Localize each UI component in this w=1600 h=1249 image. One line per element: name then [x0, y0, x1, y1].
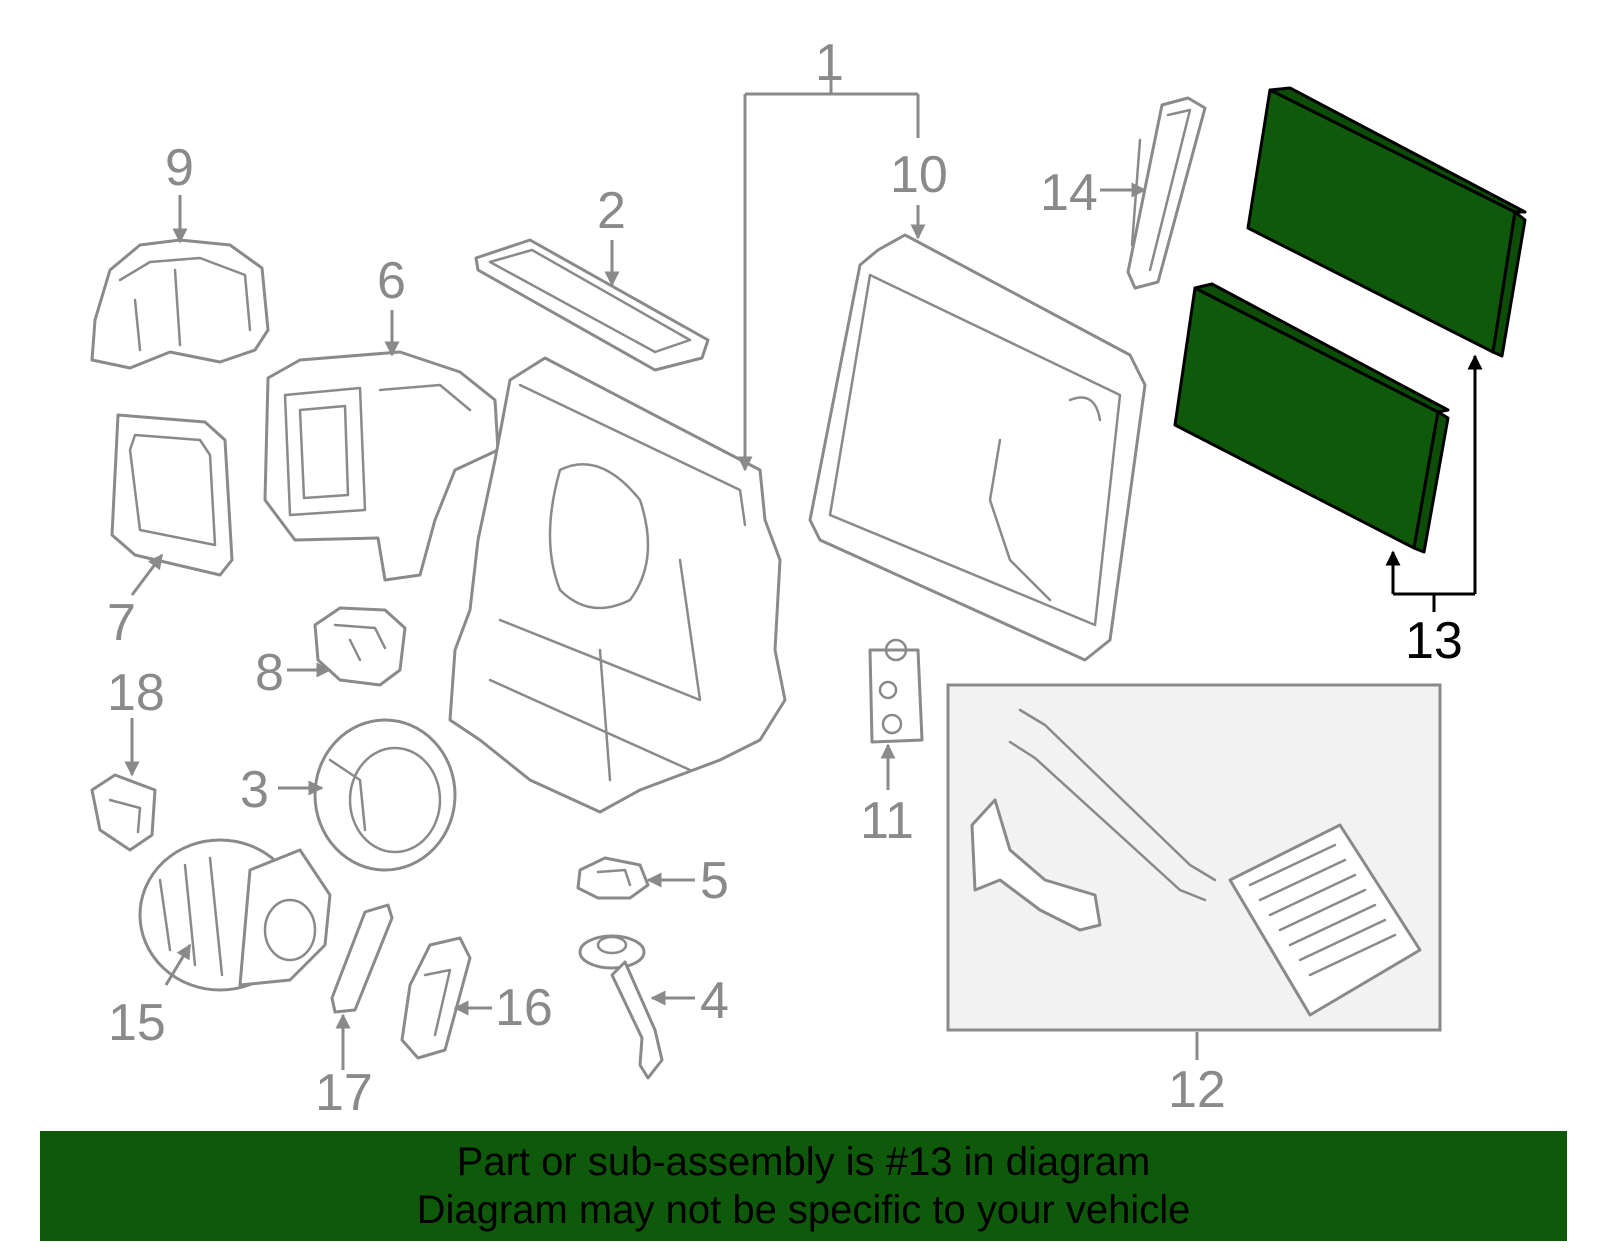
part-11-expansion-valve-shape [868, 638, 924, 744]
part-13-filter-upper[interactable] [1246, 86, 1527, 358]
part-2-filter-cover-shape [474, 238, 710, 372]
callout-1: 1 [815, 34, 844, 92]
part-7-seal-shape [110, 413, 234, 577]
part-14-frame-shape [1126, 96, 1207, 290]
callout-3: 3 [240, 761, 269, 819]
banner-line-1: Part or sub-assembly is #13 in diagram [456, 1140, 1151, 1184]
callout-10: 10 [890, 146, 948, 204]
callout-6: 6 [377, 252, 406, 310]
part-17-seal-strip-shape [330, 903, 394, 1014]
part-9-case-shape [90, 238, 270, 370]
callout-15: 15 [108, 994, 166, 1052]
callout-5: 5 [700, 852, 729, 910]
info-banner: Part or sub-assembly is #13 in diagram D… [40, 1131, 1567, 1241]
callout-4: 4 [700, 972, 729, 1030]
callout-14: 14 [1040, 164, 1098, 222]
part-1-hvac-case-shape [448, 356, 787, 814]
part-18-resistor-shape [90, 773, 157, 852]
callout-16: 16 [495, 979, 553, 1037]
part-5-grommet-shape [576, 856, 650, 900]
callout-11: 11 [860, 792, 914, 850]
part-12-heater-core-shape [970, 708, 1422, 1017]
callout-12: 12 [1168, 1061, 1226, 1119]
part-13-filter-lower[interactable] [1173, 282, 1450, 554]
part-10-evaporator-shape [808, 233, 1147, 662]
callout-8: 8 [255, 644, 284, 702]
callout-9: 9 [165, 139, 194, 197]
part-3-scroll-shape [313, 718, 457, 872]
callout-17: 17 [315, 1064, 373, 1122]
callout-2: 2 [597, 182, 626, 240]
callout-13: 13 [1405, 612, 1463, 670]
part-6-blower-housing-shape [263, 350, 500, 582]
part-16-actuator-shape [400, 936, 472, 1060]
leader-lines [124, 75, 1483, 1070]
part-4-drain-hose-shape [578, 934, 664, 1080]
part-8-actuator-shape [313, 606, 407, 687]
banner-line-2: Diagram may not be specific to your vehi… [416, 1188, 1191, 1232]
callout-7: 7 [107, 594, 136, 652]
part-15-blower-motor-shape [138, 838, 332, 992]
callout-18: 18 [107, 664, 165, 722]
